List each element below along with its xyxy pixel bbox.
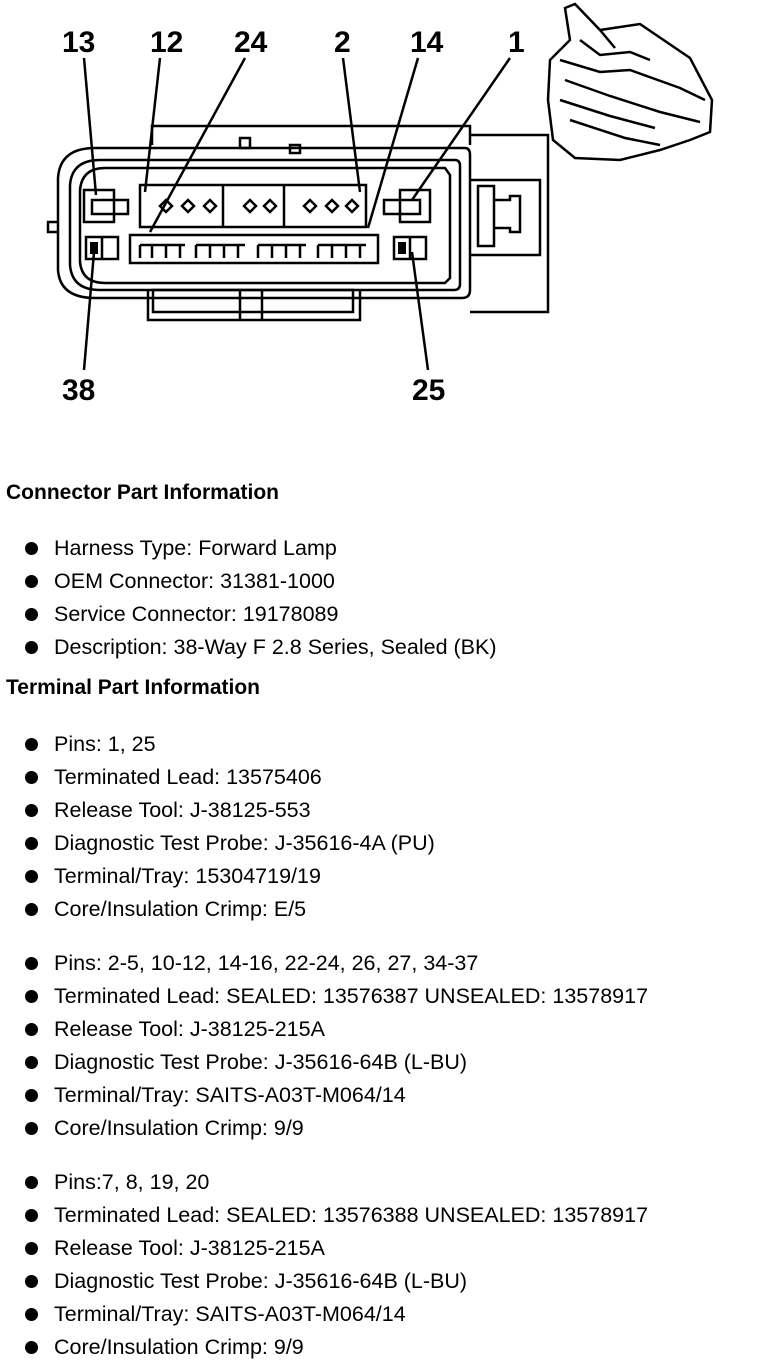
list-item: Release Tool: J-38125-215A (0, 1013, 648, 1046)
list-item: Core/Insulation Crimp: 9/9 (0, 1331, 648, 1364)
list-item: Diagnostic Test Probe: J-35616-4A (PU) (0, 827, 435, 860)
bullet-icon (25, 837, 38, 850)
terminal-group-1: Pins: 1, 25 Terminated Lead: 13575406 Re… (0, 728, 435, 926)
bullet-icon (25, 1122, 38, 1135)
list-item: Diagnostic Test Probe: J-35616-64B (L-BU… (0, 1265, 648, 1298)
bullet-icon (25, 542, 38, 555)
callout-13: 13 (62, 26, 95, 59)
callout-24: 24 (234, 26, 268, 59)
bullet-icon (25, 1023, 38, 1036)
callout-38: 38 (62, 374, 95, 407)
connector-part-list: Harness Type: Forward Lamp OEM Connector… (0, 532, 497, 664)
callout-12: 12 (150, 26, 183, 59)
callout-1: 1 (508, 26, 525, 59)
list-item: Release Tool: J-38125-215A (0, 1232, 648, 1265)
bullet-icon (25, 575, 38, 588)
list-item: Harness Type: Forward Lamp (0, 532, 497, 565)
list-item: Terminated Lead: 13575406 (0, 761, 435, 794)
list-item: Pins:7, 8, 19, 20 (0, 1166, 648, 1199)
bullet-icon (25, 771, 38, 784)
bullet-icon (25, 1089, 38, 1102)
list-item: Terminal/Tray: SAITS-A03T-M064/14 (0, 1079, 648, 1112)
list-item: Pins: 2-5, 10-12, 14-16, 22-24, 26, 27, … (0, 947, 648, 980)
terminal-group-3: Pins:7, 8, 19, 20 Terminated Lead: SEALE… (0, 1166, 648, 1364)
connector-part-heading: Connector Part Information (6, 481, 280, 504)
bullet-icon (25, 870, 38, 883)
bullet-icon (25, 1056, 38, 1069)
list-item: OEM Connector: 31381-1000 (0, 565, 497, 598)
terminal-part-heading: Terminal Part Information (6, 676, 260, 699)
list-item: Core/Insulation Crimp: E/5 (0, 893, 435, 926)
terminal-group-2: Pins: 2-5, 10-12, 14-16, 22-24, 26, 27, … (0, 947, 648, 1145)
bullet-icon (25, 990, 38, 1003)
bullet-icon (25, 1275, 38, 1288)
list-item: Terminated Lead: SEALED: 13576388 UNSEAL… (0, 1199, 648, 1232)
list-item: Core/Insulation Crimp: 9/9 (0, 1112, 648, 1145)
bullet-icon (25, 804, 38, 817)
bullet-icon (25, 1242, 38, 1255)
connector-diagram: 13 12 24 2 14 1 38 25 (46, 2, 714, 407)
bullet-icon (25, 903, 38, 916)
list-item: Description: 38-Way F 2.8 Series, Sealed… (0, 631, 497, 664)
bullet-icon (25, 1308, 38, 1321)
list-item: Release Tool: J-38125-553 (0, 794, 435, 827)
bullet-icon (25, 1209, 38, 1222)
callout-25: 25 (412, 374, 445, 407)
bullet-icon (25, 608, 38, 621)
list-item: Service Connector: 19178089 (0, 598, 497, 631)
list-item: Pins: 1, 25 (0, 728, 435, 761)
bullet-icon (25, 1176, 38, 1189)
callout-2: 2 (334, 26, 351, 59)
bullet-icon (25, 738, 38, 751)
bullet-icon (25, 957, 38, 970)
list-item: Terminal/Tray: SAITS-A03T-M064/14 (0, 1298, 648, 1331)
list-item: Diagnostic Test Probe: J-35616-64B (L-BU… (0, 1046, 648, 1079)
callout-14: 14 (410, 26, 444, 59)
bullet-icon (25, 1341, 38, 1354)
list-item: Terminal/Tray: 15304719/19 (0, 860, 435, 893)
list-item: Terminated Lead: SEALED: 13576387 UNSEAL… (0, 980, 648, 1013)
bullet-icon (25, 641, 38, 654)
